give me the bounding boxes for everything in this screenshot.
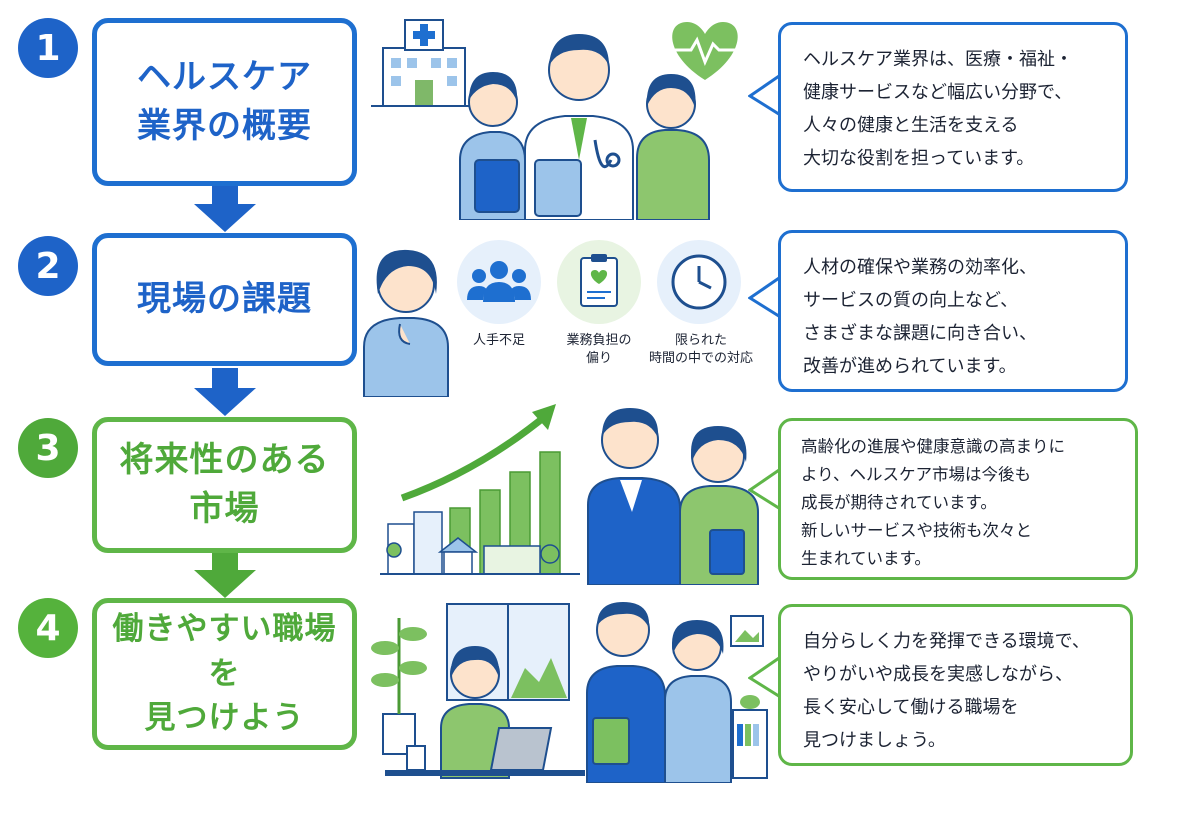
step-number-1: 1 [18, 18, 78, 78]
issue-label-1: 人手不足 [472, 333, 525, 348]
businesswoman-figure [679, 426, 759, 585]
arrow-down-icon [194, 186, 256, 232]
nurse-figure [459, 72, 526, 220]
step-description-1: ヘルスケア業界は、医療・福祉・ 健康サービスなど幅広い分野で、 人々の健康と生活… [778, 22, 1128, 192]
laptop-icon [489, 727, 553, 771]
medical-staff-illustration [371, 19, 738, 220]
coworker-man-figure [586, 602, 666, 783]
heart-pulse-icon [672, 22, 738, 80]
plant-icon [371, 618, 427, 755]
step-title-3: 将来性のある 市場 [92, 417, 357, 553]
arrow-down-icon [194, 552, 256, 598]
step-number-3: 3 [18, 418, 78, 478]
market-growth-illustration [380, 404, 759, 585]
businessman-figure [587, 408, 681, 585]
step-title-2: 現場の課題 [92, 233, 357, 366]
worried-staff-illustration [363, 249, 449, 397]
city-buildings-icon [386, 511, 560, 575]
clipboard-heart-icon [557, 240, 641, 324]
step-number-2: 2 [18, 236, 78, 296]
clock-icon [657, 240, 741, 324]
step-title-4: 働きやすい職場を 見つけよう [92, 598, 357, 750]
step-title-1: ヘルスケア 業界の概要 [92, 18, 357, 186]
issue-label-2: 業務負担の 偏り [566, 333, 632, 366]
step-number-4: 4 [18, 598, 78, 658]
arrow-down-icon [194, 368, 256, 416]
coffee-cup-icon [406, 745, 426, 771]
step-description-2: 人材の確保や業務の効率化、 サービスの質の向上など、 さまざまな課題に向き合い、… [778, 230, 1128, 392]
desk-worker-figure [440, 646, 510, 779]
coworker-woman-figure [664, 620, 732, 783]
step-description-4: 自分らしく力を発揮できる環境で、 やりがいや成長を実感しながら、 長く安心して働… [778, 604, 1133, 766]
growth-arrow-icon [400, 404, 556, 502]
caregiver-figure [636, 74, 710, 220]
flow-arrows [194, 186, 256, 598]
bookshelf-icon [732, 695, 768, 779]
workplace-illustration [371, 602, 768, 783]
people-group-icon [457, 240, 541, 324]
doctor-figure [524, 34, 634, 220]
issue-label-3: 限られた 時間の中での対応 [648, 333, 753, 366]
step-description-3: 高齢化の進展や健康意識の高まりに より、ヘルスケア市場は今後も 成長が期待されて… [778, 418, 1138, 580]
hospital-icon [371, 19, 480, 107]
picture-frame-icon [730, 615, 764, 647]
